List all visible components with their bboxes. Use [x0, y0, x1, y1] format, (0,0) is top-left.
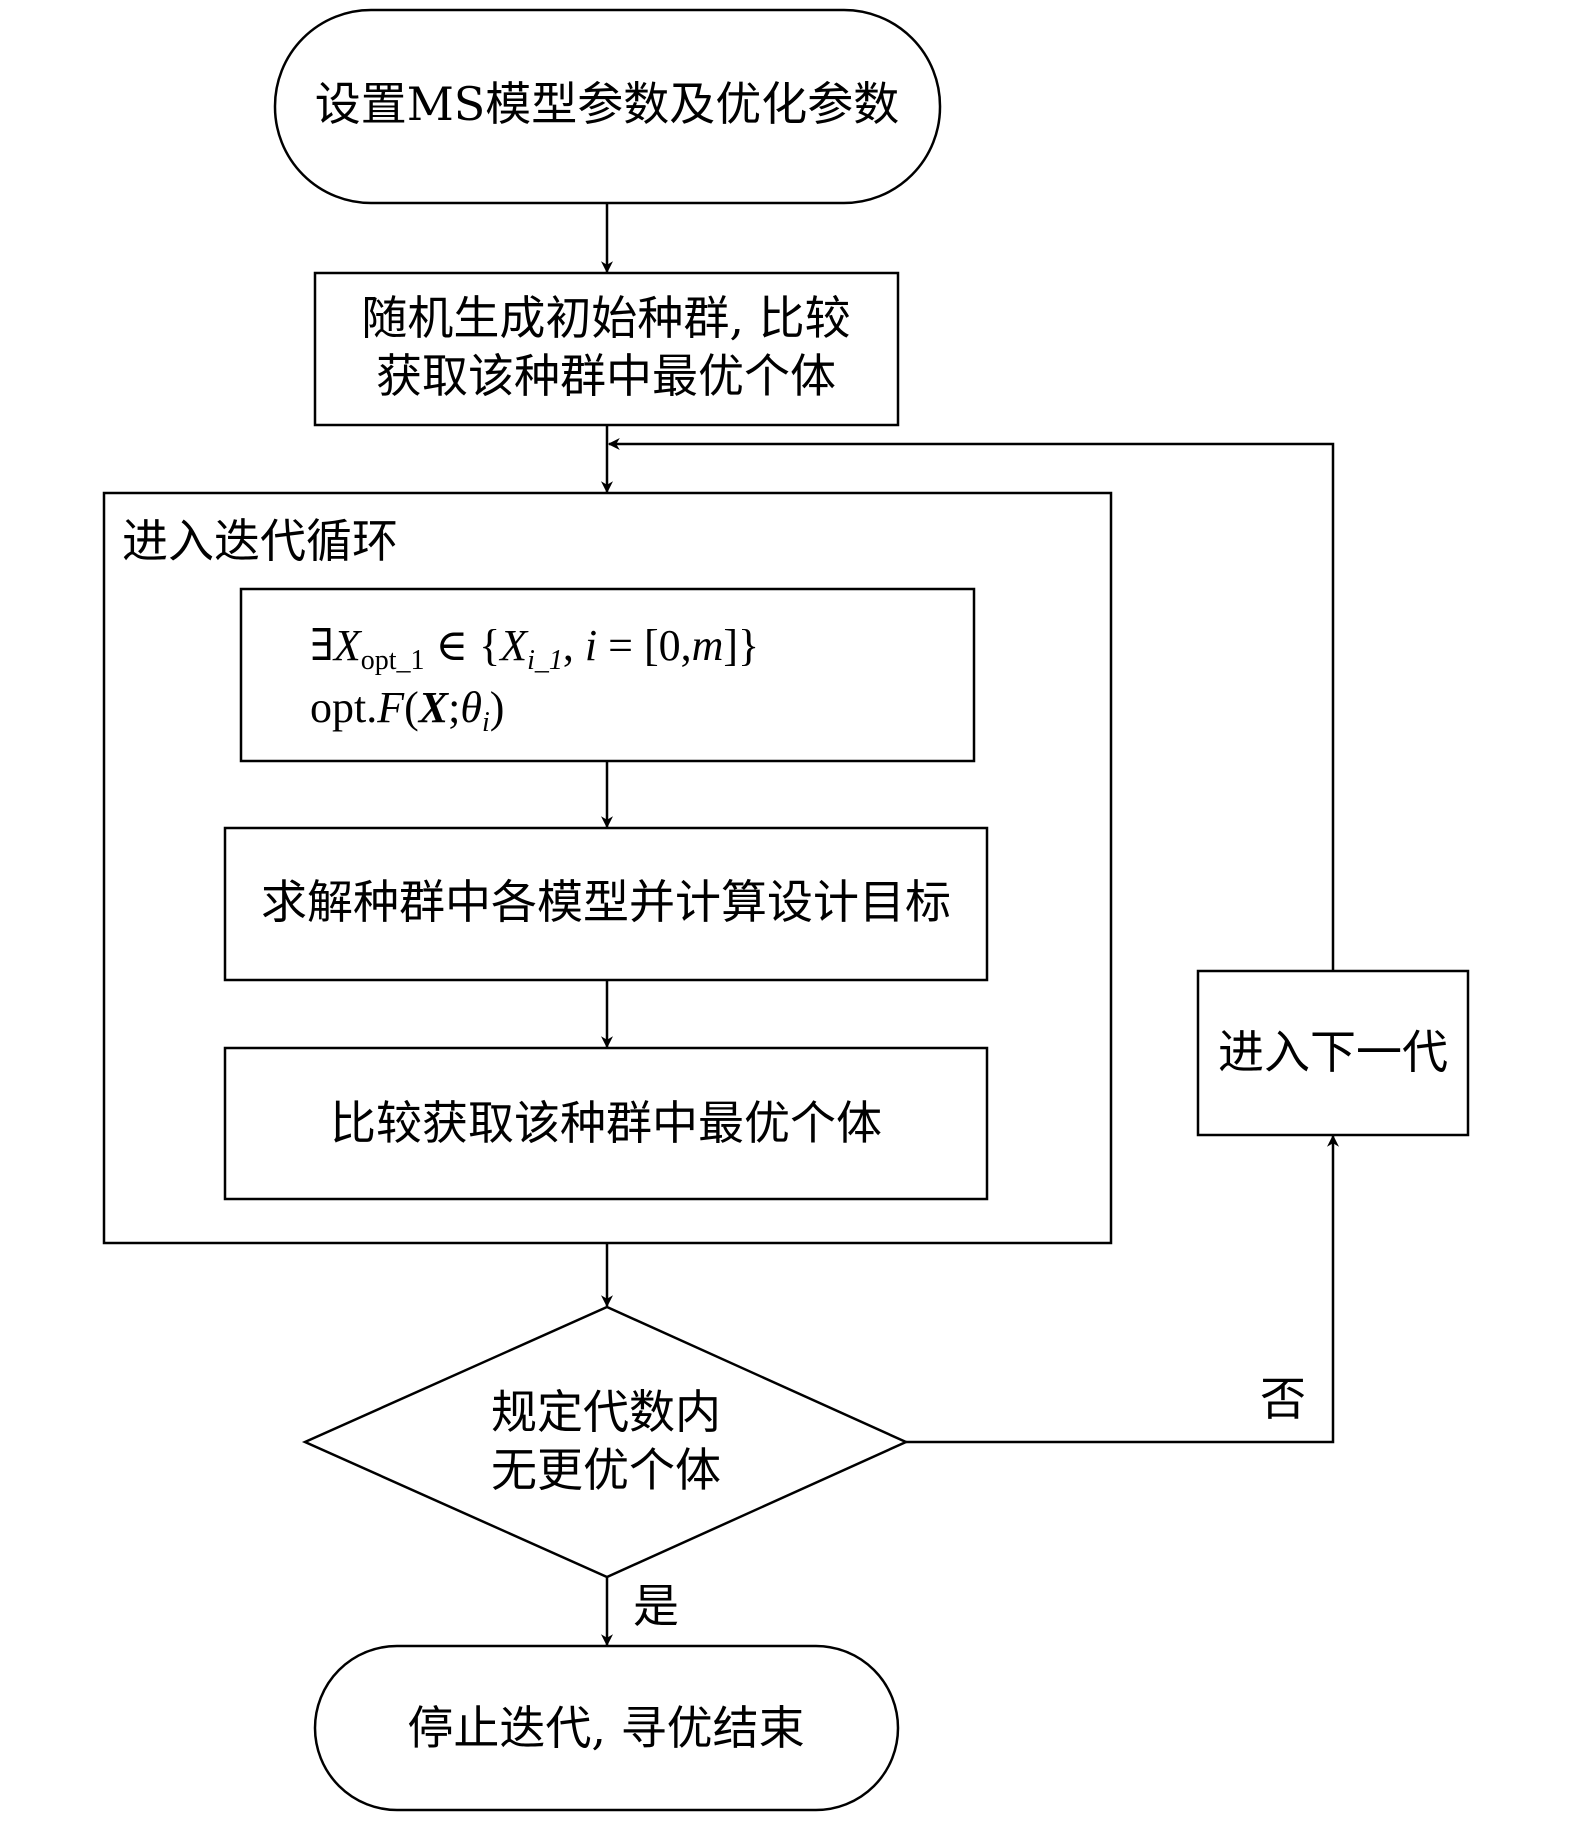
next-node: 进入下一代: [1196, 969, 1470, 1137]
init-node-line-1: 随机生成初始种群, 比较: [361, 291, 850, 345]
edge-decision-to-next: [906, 1134, 1339, 1444]
formula-line-2: opt.F(X;θi): [310, 683, 504, 738]
edge-yes-label: 是: [633, 1579, 679, 1633]
edge-next-to-loop: [607, 438, 1335, 971]
edge-no-label: 否: [1260, 1372, 1306, 1426]
decision-node-line-2: 无更优个体: [491, 1443, 721, 1497]
start-node: 设置MS模型参数及优化参数: [273, 8, 942, 205]
decision-node: 规定代数内 无更优个体: [301, 1305, 910, 1579]
formula-line-1: ∃Xopt_1 ∈ {Xi_1, i = [0,m]}: [310, 621, 759, 676]
solve-node: 求解种群中各模型并计算设计目标: [223, 826, 989, 982]
solve-node-label: 求解种群中各模型并计算设计目标: [261, 875, 951, 929]
start-node-label: 设置MS模型参数及优化参数: [315, 77, 900, 131]
init-node-line-2: 获取该种群中最优个体: [376, 349, 836, 403]
loop-container-label: 进入迭代循环: [122, 514, 398, 568]
formula-node: ∃Xopt_1 ∈ {Xi_1, i = [0,m]} opt.F(X;θi): [239, 587, 976, 763]
end-node: 停止迭代, 寻优结束: [313, 1644, 900, 1812]
end-node-label: 停止迭代, 寻优结束: [407, 1701, 804, 1755]
decision-node-line-1: 规定代数内: [491, 1385, 721, 1439]
init-node: 随机生成初始种群, 比较 获取该种群中最优个体: [313, 271, 900, 427]
next-node-label: 进入下一代: [1218, 1025, 1448, 1079]
compare-node-label: 比较获取该种群中最优个体: [330, 1096, 882, 1150]
compare-node: 比较获取该种群中最优个体: [223, 1046, 989, 1201]
